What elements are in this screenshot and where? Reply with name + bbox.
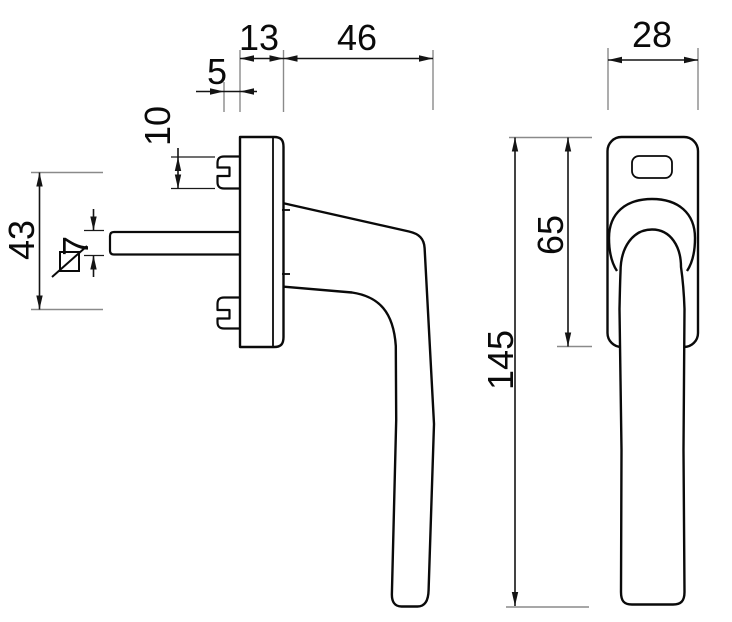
dim-label-rose-depth: 13: [239, 17, 279, 58]
rose-indicator-window: [631, 155, 673, 179]
dim-label-rose-length: 65: [530, 215, 571, 255]
dim-label-overall-length: 145: [480, 330, 521, 390]
dim-label-spindle-square: 7: [55, 236, 96, 256]
front-view-grip: [618, 228, 686, 606]
top-clip: [216, 155, 241, 190]
square-section-symbol: [51, 245, 88, 278]
spindle: [108, 230, 241, 256]
handle-hub-dome: [607, 197, 697, 272]
bottom-clip: [216, 296, 241, 330]
dim-label-rose-width: 28: [632, 14, 672, 55]
extension-lines: [31, 48, 699, 608]
side-view: [108, 135, 436, 608]
dimension-lines: [36, 55, 698, 606]
side-view-rose-plate: [238, 135, 285, 349]
side-view-handle-lever: [276, 200, 436, 608]
dim-label-handle-projection: 46: [337, 17, 377, 58]
dimension-labels: 13 46 5 28 43 10 7 145 65: [1, 14, 672, 390]
dim-label-fixing-centres: 43: [1, 220, 42, 260]
front-view: [606, 135, 700, 606]
dim-label-clip-protrusion: 5: [207, 51, 227, 92]
dim-label-clip-height: 10: [137, 106, 178, 146]
